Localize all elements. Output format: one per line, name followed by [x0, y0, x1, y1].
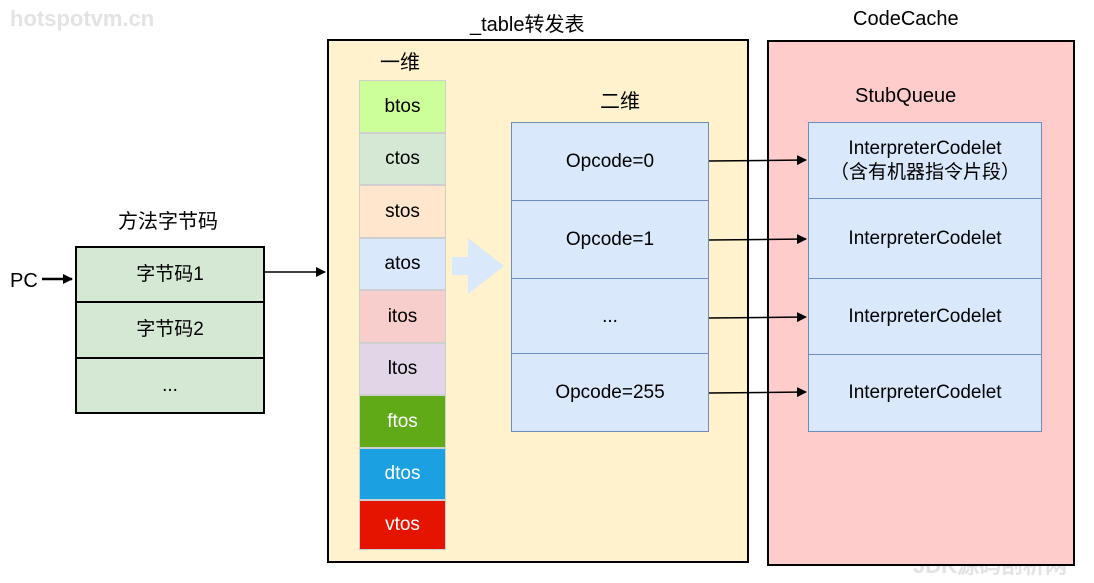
- opcode-cell: ...: [511, 278, 709, 355]
- bytecode-row: ...: [75, 357, 265, 414]
- opcode-to-codelet-arrow: [708, 234, 807, 245]
- bytecode-row: 字节码1: [75, 246, 265, 303]
- tos-cell-ltos: ltos: [359, 343, 446, 395]
- opcode-to-codelet-arrow: [708, 312, 807, 323]
- pc-label: PC: [10, 270, 38, 292]
- tos-cell-itos: itos: [359, 290, 446, 343]
- dim2-label: 二维: [600, 91, 640, 113]
- codelet-name: InterpreterCodelet: [848, 228, 1002, 250]
- tos-cell-dtos: dtos: [359, 448, 446, 500]
- tos-cell-atos: atos: [359, 238, 446, 290]
- tos-cell-btos: btos: [359, 80, 446, 133]
- bytecode-title: 方法字节码: [118, 211, 218, 233]
- opcode-to-codelet-arrow: [708, 155, 807, 166]
- codelet-cell: InterpreterCodelet （含有机器指令片段）: [808, 122, 1042, 200]
- tos-cell-stos: stos: [359, 185, 446, 238]
- table-title: _table转发表: [470, 14, 585, 36]
- tos-cell-ctos: ctos: [359, 133, 446, 185]
- tos-cell-ftos: ftos: [359, 395, 446, 448]
- dim1-label: 一维: [380, 52, 420, 74]
- stubqueue-label: StubQueue: [855, 85, 957, 107]
- bytecode-row: 字节码2: [75, 301, 265, 359]
- codelet-name: InterpreterCodelet: [848, 138, 1002, 160]
- watermark-top: hotspotvm.cn: [10, 6, 155, 31]
- opcode-to-codelet-arrow: [708, 387, 807, 398]
- codelet-name: InterpreterCodelet: [848, 382, 1002, 404]
- dim-block-arrow: [452, 238, 504, 294]
- tos-cell-vtos: vtos: [359, 500, 446, 550]
- codelet-cell: InterpreterCodelet: [808, 278, 1042, 356]
- opcode-cell: Opcode=255: [511, 353, 709, 432]
- codelet-note: （含有机器指令片段）: [829, 162, 1020, 183]
- codelet-name: InterpreterCodelet: [848, 306, 1002, 328]
- codecache-title: CodeCache: [853, 8, 959, 30]
- codelet-cell: InterpreterCodelet: [808, 354, 1042, 432]
- opcode-cell: Opcode=0: [511, 122, 709, 202]
